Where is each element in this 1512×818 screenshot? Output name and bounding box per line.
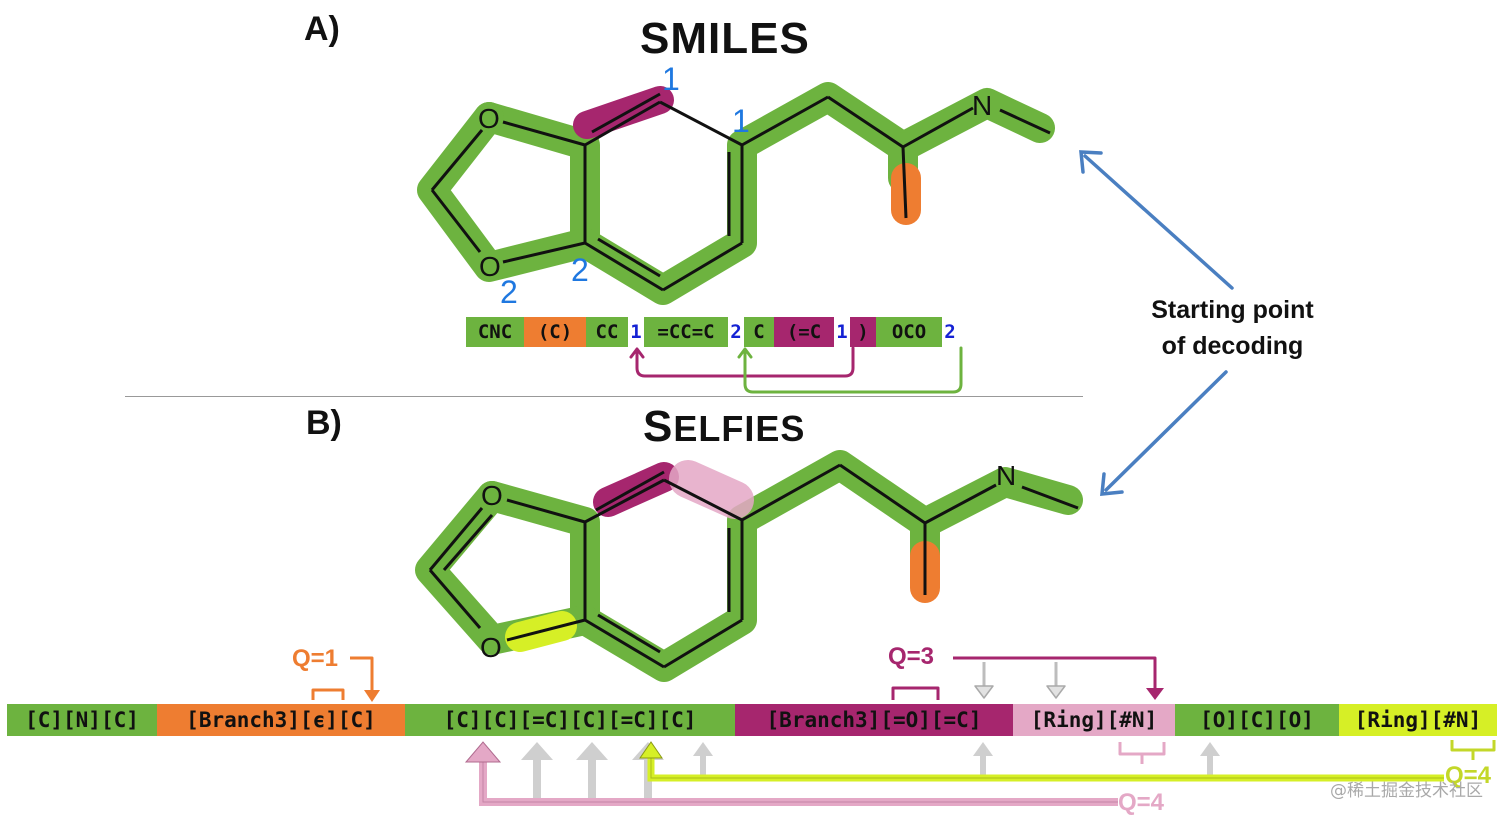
q4-yellow-label: Q=4 (1445, 762, 1492, 789)
selfies-token: [Ring][#N] (1013, 704, 1175, 736)
selfies-token: [O][C][O] (1175, 704, 1339, 736)
smiles-ring-digit: 2 (728, 317, 744, 347)
smiles-token: CC (586, 317, 628, 347)
q3-label: Q=3 (888, 643, 935, 670)
q1-label: Q=1 (292, 645, 339, 672)
molecule-a: O O N 1 1 2 2 (417, 61, 1055, 310)
section-divider (125, 396, 1083, 397)
selfies-token: [Ring][#N] (1339, 704, 1497, 736)
ring-digit-1a: 1 (662, 61, 680, 97)
selfies-token: [C][C][=C][C][=C][C] (405, 704, 735, 736)
smiles-ring-digit: 1 (834, 317, 850, 347)
molecule-a-magenta-highlight (573, 86, 674, 139)
ring-digit-2a: 2 (571, 252, 589, 288)
molecule-b-pink-highlight (669, 460, 754, 519)
selfies-yellow-ring-arrow (639, 741, 1444, 782)
selfies-token: [Branch3][=O][=C] (735, 704, 1013, 736)
smiles-token: OCO (876, 317, 942, 347)
ring-digit-2b: 2 (500, 274, 518, 310)
decoding-start-note: Starting point of decoding (1135, 292, 1330, 364)
molecule-a-bonds (430, 92, 1051, 292)
molecule-b-atom-n: N (996, 460, 1016, 491)
selfies-token: [Branch3][ϵ][C] (157, 704, 405, 736)
smiles-token: =CC=C (644, 317, 728, 347)
grey-down-arrows (982, 662, 1058, 692)
molecule-b-bonds (428, 463, 1079, 669)
panel-a-label: A) (304, 10, 340, 48)
smiles-ring-arrows (629, 346, 963, 394)
decoding-start-arrows (1079, 150, 1234, 496)
grey-up-arrows (521, 742, 1220, 802)
molecule-b: O O N (415, 450, 1083, 682)
selfies-token: [C][N][C] (7, 704, 157, 736)
selfies-pink-ring-arrow (464, 741, 1118, 806)
smiles-ring-digit: 1 (628, 317, 644, 347)
smiles-token: CNC (466, 317, 524, 347)
smiles-ring-digit: 2 (942, 317, 958, 347)
molecule-a-atom-o-top: O (478, 103, 500, 134)
molecule-a-atom-n: N (972, 90, 992, 121)
molecule-b-atom-o-top: O (481, 480, 503, 511)
molecule-a-atom-o-bottom: O (479, 251, 501, 282)
molecule-b-atom-o-bottom: O (480, 632, 502, 663)
ring-digit-1b: 1 (732, 103, 750, 139)
smiles-token: C (744, 317, 774, 347)
panel-b-label: B) (306, 404, 342, 442)
smiles-string: CNC (C) CC 1 =CC=C 2 C (=C 1 ) OCO 2 (466, 317, 958, 347)
watermark: @稀土掘金技术社区 (1330, 781, 1483, 801)
smiles-token: (=C (774, 317, 834, 347)
selfies-title: SELFIES (643, 402, 805, 452)
smiles-token: ) (850, 317, 876, 347)
selfies-q-annotations (311, 656, 1496, 764)
smiles-token: (C) (524, 317, 586, 347)
smiles-title: SMILES (640, 14, 810, 63)
note-line-1: Starting point (1151, 296, 1314, 324)
note-line-2: of decoding (1161, 332, 1304, 360)
selfies-title-rest: ELFIES (673, 408, 806, 449)
selfies-title-initial: S (643, 402, 674, 451)
q4-pink-label: Q=4 (1118, 789, 1165, 816)
selfies-string: [C][N][C] [Branch3][ϵ][C] [C][C][=C][C][… (7, 704, 1497, 736)
